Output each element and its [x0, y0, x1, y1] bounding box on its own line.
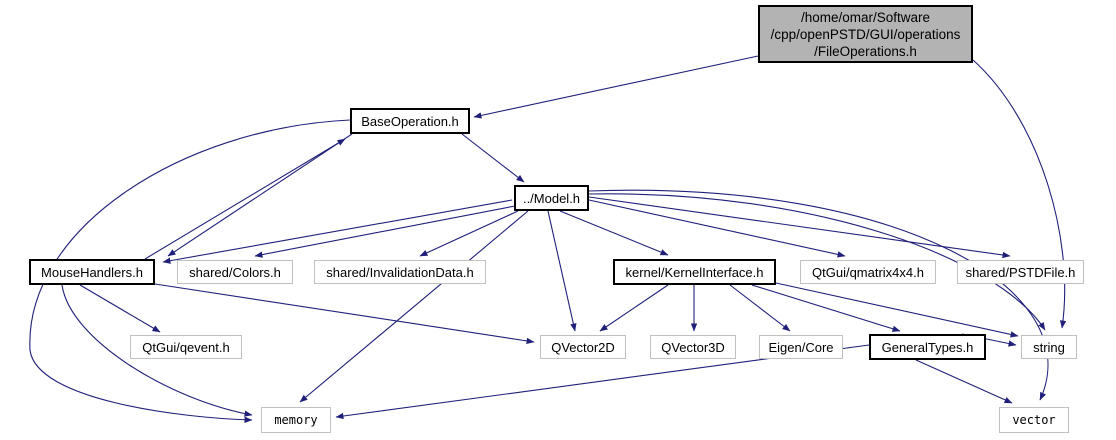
node-memory[interactable]: memory: [261, 407, 331, 433]
edge-model-to-kernel-interface: [559, 210, 669, 256]
node-string[interactable]: string: [1021, 335, 1077, 359]
node-qvector2d[interactable]: QVector2D: [540, 335, 626, 359]
node-kernel-interface-h[interactable]: kernel/KernelInterface.h: [613, 259, 776, 285]
edge-base-operation-to-mouse-handlers: [167, 133, 353, 257]
edge-mouse-handlers-to-memory: [61, 284, 253, 417]
edge-base-operation-to-memory: [29, 119, 351, 423]
node-general-types-h[interactable]: GeneralTypes.h: [869, 334, 986, 360]
edges-group: [29, 55, 1067, 423]
edge-kernel-to-general-types: [751, 284, 901, 332]
edge-model-to-vector: [588, 189, 1049, 401]
edge-kernel-to-eigen-core: [729, 284, 791, 332]
node-file-operations-h[interactable]: /home/omar/Software /cpp/openPSTD/GUI/op…: [758, 5, 973, 63]
edge-mouse-handlers-to-qvector2d: [154, 283, 535, 345]
node-qtgui-qmatrix4x4-h[interactable]: QtGui/qmatrix4x4.h: [800, 260, 936, 284]
edge-base-operation-to-model: [461, 133, 525, 183]
edge-model-to-string: [588, 193, 1046, 331]
node-mouse-handlers-h[interactable]: MouseHandlers.h: [29, 259, 155, 285]
node-shared-colors-h[interactable]: shared/Colors.h: [177, 260, 293, 284]
node-qvector3d[interactable]: QVector3D: [650, 335, 736, 359]
edge-model-to-invalidation-data: [419, 210, 519, 257]
node-base-operation-h[interactable]: BaseOperation.h: [350, 108, 470, 134]
edge-mouse-handlers-to-qevent: [79, 284, 161, 333]
node-model-h[interactable]: ../Model.h: [514, 185, 589, 211]
node-vector[interactable]: vector: [999, 407, 1069, 433]
node-qtgui-qevent-h[interactable]: QtGui/qevent.h: [130, 335, 242, 359]
edge-root-to-base-operation: [473, 55, 759, 119]
edge-general-types-to-vector: [915, 359, 1013, 404]
edge-model-to-memory: [299, 210, 529, 403]
node-shared-pstdfile-h[interactable]: shared/PSTDFile.h: [957, 260, 1084, 284]
edge-model-to-colors: [254, 205, 516, 258]
edge-model-to-mouse-handlers: [162, 199, 513, 264]
edge-model-to-qvector2d: [547, 210, 577, 332]
node-eigen-core[interactable]: Eigen/Core: [759, 335, 843, 359]
edge-kernel-to-string: [775, 282, 1019, 338]
edge-model-to-pstdfile: [588, 196, 1011, 259]
edge-model-to-qmatrix4x4: [588, 199, 846, 258]
edge-root-to-string: [972, 59, 1067, 329]
edge-mouse-handlers-to-base-operation: [144, 138, 346, 260]
edge-kernel-to-qvector2d: [599, 284, 669, 332]
node-shared-invalidation-data-h[interactable]: shared/InvalidationData.h: [314, 260, 486, 284]
